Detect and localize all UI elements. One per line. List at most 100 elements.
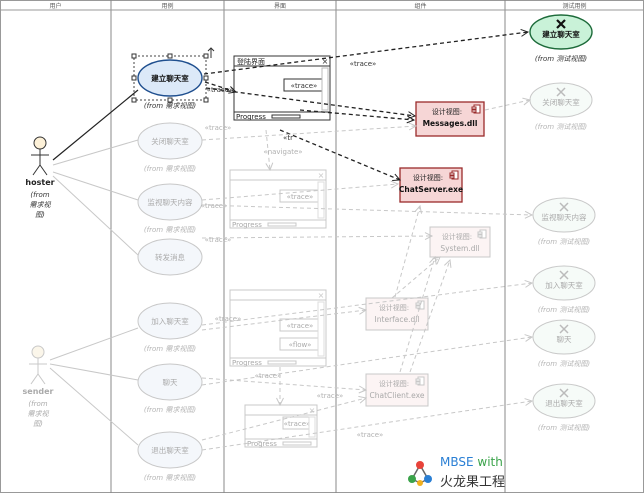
usecase-ellipse: [137, 59, 203, 97]
trace-uc5-test4-label: «trace»: [215, 315, 242, 323]
usecase-from: (from 需求视图): [144, 406, 196, 414]
actor-from-line: (from: [28, 400, 47, 408]
selection-handle: [131, 97, 137, 103]
screen-flow-label: «flow»: [289, 341, 312, 349]
trace-uc1-messages: [205, 87, 416, 117]
actor-from-line: 图): [35, 211, 45, 219]
trace-uc1-screen1: [204, 81, 237, 93]
testcase-t6: 退出聊天室(from 测试视图): [532, 383, 596, 432]
screen-scrollbar: [317, 181, 325, 219]
screen-trace-label: «trace»: [284, 420, 311, 428]
component-name: ChatClient.exe: [370, 391, 425, 400]
usecase-uc7: 退出聊天室 (from 需求视图): [137, 431, 203, 482]
trace-chatclient-system-2-arrowhead: [444, 258, 452, 268]
trace-screen1-chatserver-label: «tr: [283, 134, 293, 142]
usecase-from: (from 需求视图): [144, 226, 196, 234]
trace-interface-system-arrowhead: [432, 256, 441, 265]
usecase-uc3: 监视聊天内容(from 需求视图): [137, 183, 203, 234]
component-icon-tab: [415, 305, 421, 309]
testcase-t5: 聊天(from 测试视图): [532, 319, 596, 368]
test-x-icon: [559, 388, 569, 398]
test-x-icon: [556, 19, 566, 29]
usecase-from: (from 需求视图): [144, 102, 196, 110]
trace-uc1-test1-label: «trace»: [350, 60, 377, 68]
association-hoster-uc4: [52, 175, 139, 256]
trace-messages-test2: [484, 99, 531, 111]
actor-from-line: 需求视: [28, 410, 50, 418]
component-icon-tab: [471, 109, 477, 113]
trace-uc7-chatclient-arrowhead: [358, 395, 368, 404]
component-c5: 设计视图: ChatClient.exe: [365, 373, 429, 407]
actor-head: [31, 345, 45, 359]
trace-interface-system: [391, 256, 441, 299]
selection-handle: [131, 53, 137, 59]
trace-uc1-screen1-arrowhead: [228, 86, 238, 94]
usecase-label: 聊天: [163, 378, 178, 387]
testcase-ellipse: [529, 14, 593, 50]
association-hoster-uc2: [52, 139, 139, 166]
trace-uc2-messages-arrowhead: [408, 122, 418, 131]
trace-uc6-chatclient: [201, 377, 367, 391]
testcase-ellipse: [532, 383, 596, 419]
component-stereotype: 设计视图:: [379, 379, 409, 388]
navigate-screen1-screen2-arrowhead: [265, 162, 274, 172]
testcase-from: (from 测试视图): [535, 55, 587, 63]
screen-s1: ×登陆界面«trace»Progress: [233, 55, 331, 121]
usecase-from: (from 需求视图): [144, 165, 196, 173]
trace-uc6-test5-arrowhead: [524, 334, 534, 342]
trace-screen1-messages: [299, 109, 415, 121]
trace-chatclient-system-arrowhead: [429, 255, 437, 265]
trace-uc7-test6-label: «trace»: [357, 431, 384, 439]
usecase-label: 建立聊天室: [150, 73, 189, 83]
actor-leg-right: [37, 373, 46, 385]
component-icon-tab: [415, 378, 421, 382]
screen-progress-label: Progress: [232, 359, 262, 367]
trace-uc1-test1: [203, 31, 529, 75]
screen-scrollbar: [308, 416, 316, 438]
screen-trace-label: «trace»: [287, 193, 314, 201]
screen-s2: ×«trace»Progress: [229, 169, 327, 229]
selection-handle: [167, 53, 173, 59]
lane-header-5: 测试用例: [562, 2, 586, 10]
component-icon-tab: [449, 175, 455, 179]
screen-progress-bar: [267, 222, 297, 227]
trace-uc6-chatclient-arrowhead: [358, 385, 368, 394]
trace-interface-chatserver-arrowhead: [414, 204, 423, 214]
selection-handle: [131, 75, 137, 81]
trace-messages-test2-arrowhead: [522, 97, 532, 106]
component-name: Messages.dll: [423, 119, 478, 128]
association-hoster-uc1: [52, 89, 139, 161]
logo: MBSE with 火龙果工程: [404, 455, 514, 490]
trace-chatclient-system-2: [409, 259, 451, 373]
selection-handle: [167, 97, 173, 103]
trace-uc1-messages-label: «trace»: [207, 86, 234, 94]
component-stereotype: 设计视图:: [432, 107, 462, 116]
screen-scrollbar: [321, 67, 329, 111]
screen-scrollbar: [317, 301, 325, 357]
component-stereotype: 设计视图:: [379, 303, 409, 312]
usecase-label: 加入聊天室: [151, 316, 189, 326]
screen-progress-bar: [271, 114, 301, 119]
component-name: System.dll: [440, 244, 479, 253]
usecase-uc6: 聊天 (from 需求视图): [137, 363, 203, 414]
usecase-from: (from 需求视图): [144, 345, 196, 353]
actor-leg-left: [32, 164, 41, 176]
component-c2: 设计视图:ChatServer.exe: [399, 167, 463, 203]
testcase-t2: 关闭聊天室(from 测试视图): [529, 82, 593, 131]
testcase-from: (from 测试视图): [538, 424, 590, 432]
screen-progress-label: Progress: [236, 113, 266, 121]
trace-screen1-chatserver-arrowhead: [392, 173, 402, 182]
actor-name: hoster: [25, 178, 54, 187]
trace-uc3-chatserver-label: «trace»: [201, 202, 228, 210]
lane-header-2: 用例: [161, 2, 173, 10]
lane-header-4: 组件: [414, 2, 426, 10]
component-stereotype: 设计视图:: [442, 232, 472, 241]
usecase-label: 退出聊天室: [151, 445, 189, 455]
trace-uc2-messages: [201, 125, 417, 141]
resize-arrow-icon: [207, 47, 215, 58]
usecase-from: (from 需求视图): [144, 474, 196, 482]
testcase-label: 监视聊天内容: [542, 212, 587, 222]
flow-screen3-screen4-arrowhead: [276, 397, 284, 407]
